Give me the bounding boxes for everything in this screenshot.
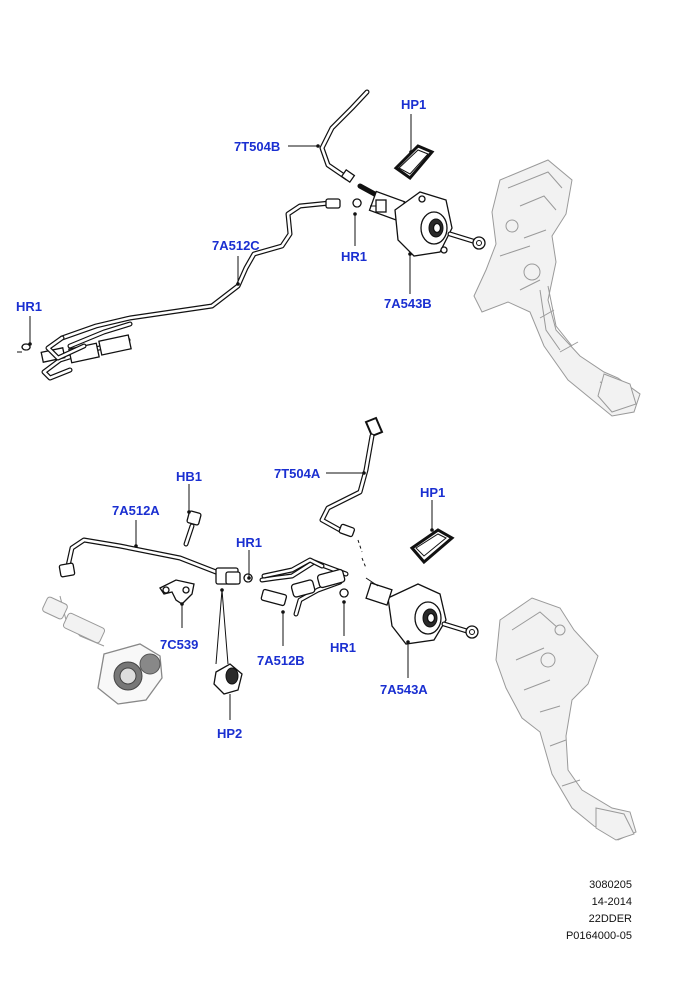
reservoir-hose-bottom [319,416,384,569]
slave-cylinder-ghost [42,595,163,705]
callout-7t504a: 7T504A [274,466,321,481]
callout-hp1-top: HP1 [401,97,426,112]
clip-hr1-bottom-top [243,573,253,583]
drawing-number: 3080205 [589,879,632,891]
callout-hr1-top-left: HR1 [16,299,42,314]
drawing-reference-block: 3080205 14-2014 22DDER P0164000-05 [520,877,632,945]
pipe-7a512c [40,198,341,381]
callout-hr1-bottom-top: HR1 [236,535,262,550]
callout-7c539: 7C539 [160,637,198,652]
callout-hr1-top-mid: HR1 [341,249,367,264]
seal-hp1-bottom [409,528,455,565]
leaders-bottom [134,471,434,720]
clip-hr1-top-mid [352,198,362,208]
pedal-box-bottom-ghost [495,597,637,841]
callout-hr1-bottom-low: HR1 [330,640,356,655]
callout-hp2: HP2 [217,726,242,741]
master-cylinder-bottom [365,577,479,645]
bottom-assembly: 7T504A HP1 HB1 7A512A HR1 7C539 7A512B H… [42,416,637,841]
bracket-7c539 [159,579,195,605]
drawing-model-code: 22DDER [588,913,632,925]
callout-hb1: HB1 [176,469,202,484]
pipe-7a512a [58,537,241,585]
drawing-part-reference: P0164000-05 [565,930,632,942]
callout-7a543b: 7A543B [384,296,432,311]
callout-hp1-bottom: HP1 [420,485,445,500]
bolt-hb1 [183,510,202,547]
clip-hr1-top-left [17,343,31,353]
callout-7a512b: 7A512B [257,653,305,668]
seal-hp1-top [393,144,435,181]
clip-hr1-bottom-low [339,588,349,598]
pedal-box-top-ghost [473,159,641,417]
callout-7t504b: 7T504B [234,139,280,154]
leaders-top [28,114,413,346]
callout-7a543a: 7A543A [380,682,428,697]
master-cylinder-top [368,190,486,257]
top-assembly: HP1 7T504B 7A512C HR1 7A543B HR1 [16,89,641,417]
reservoir-hose-top [319,89,385,201]
callout-7a512c: 7A512C [212,238,260,253]
drawing-date-code: 14-2014 [591,896,632,908]
pipe-7a512b [259,557,349,617]
callout-7a512a: 7A512A [112,503,160,518]
grommet-hp2 [213,663,243,695]
